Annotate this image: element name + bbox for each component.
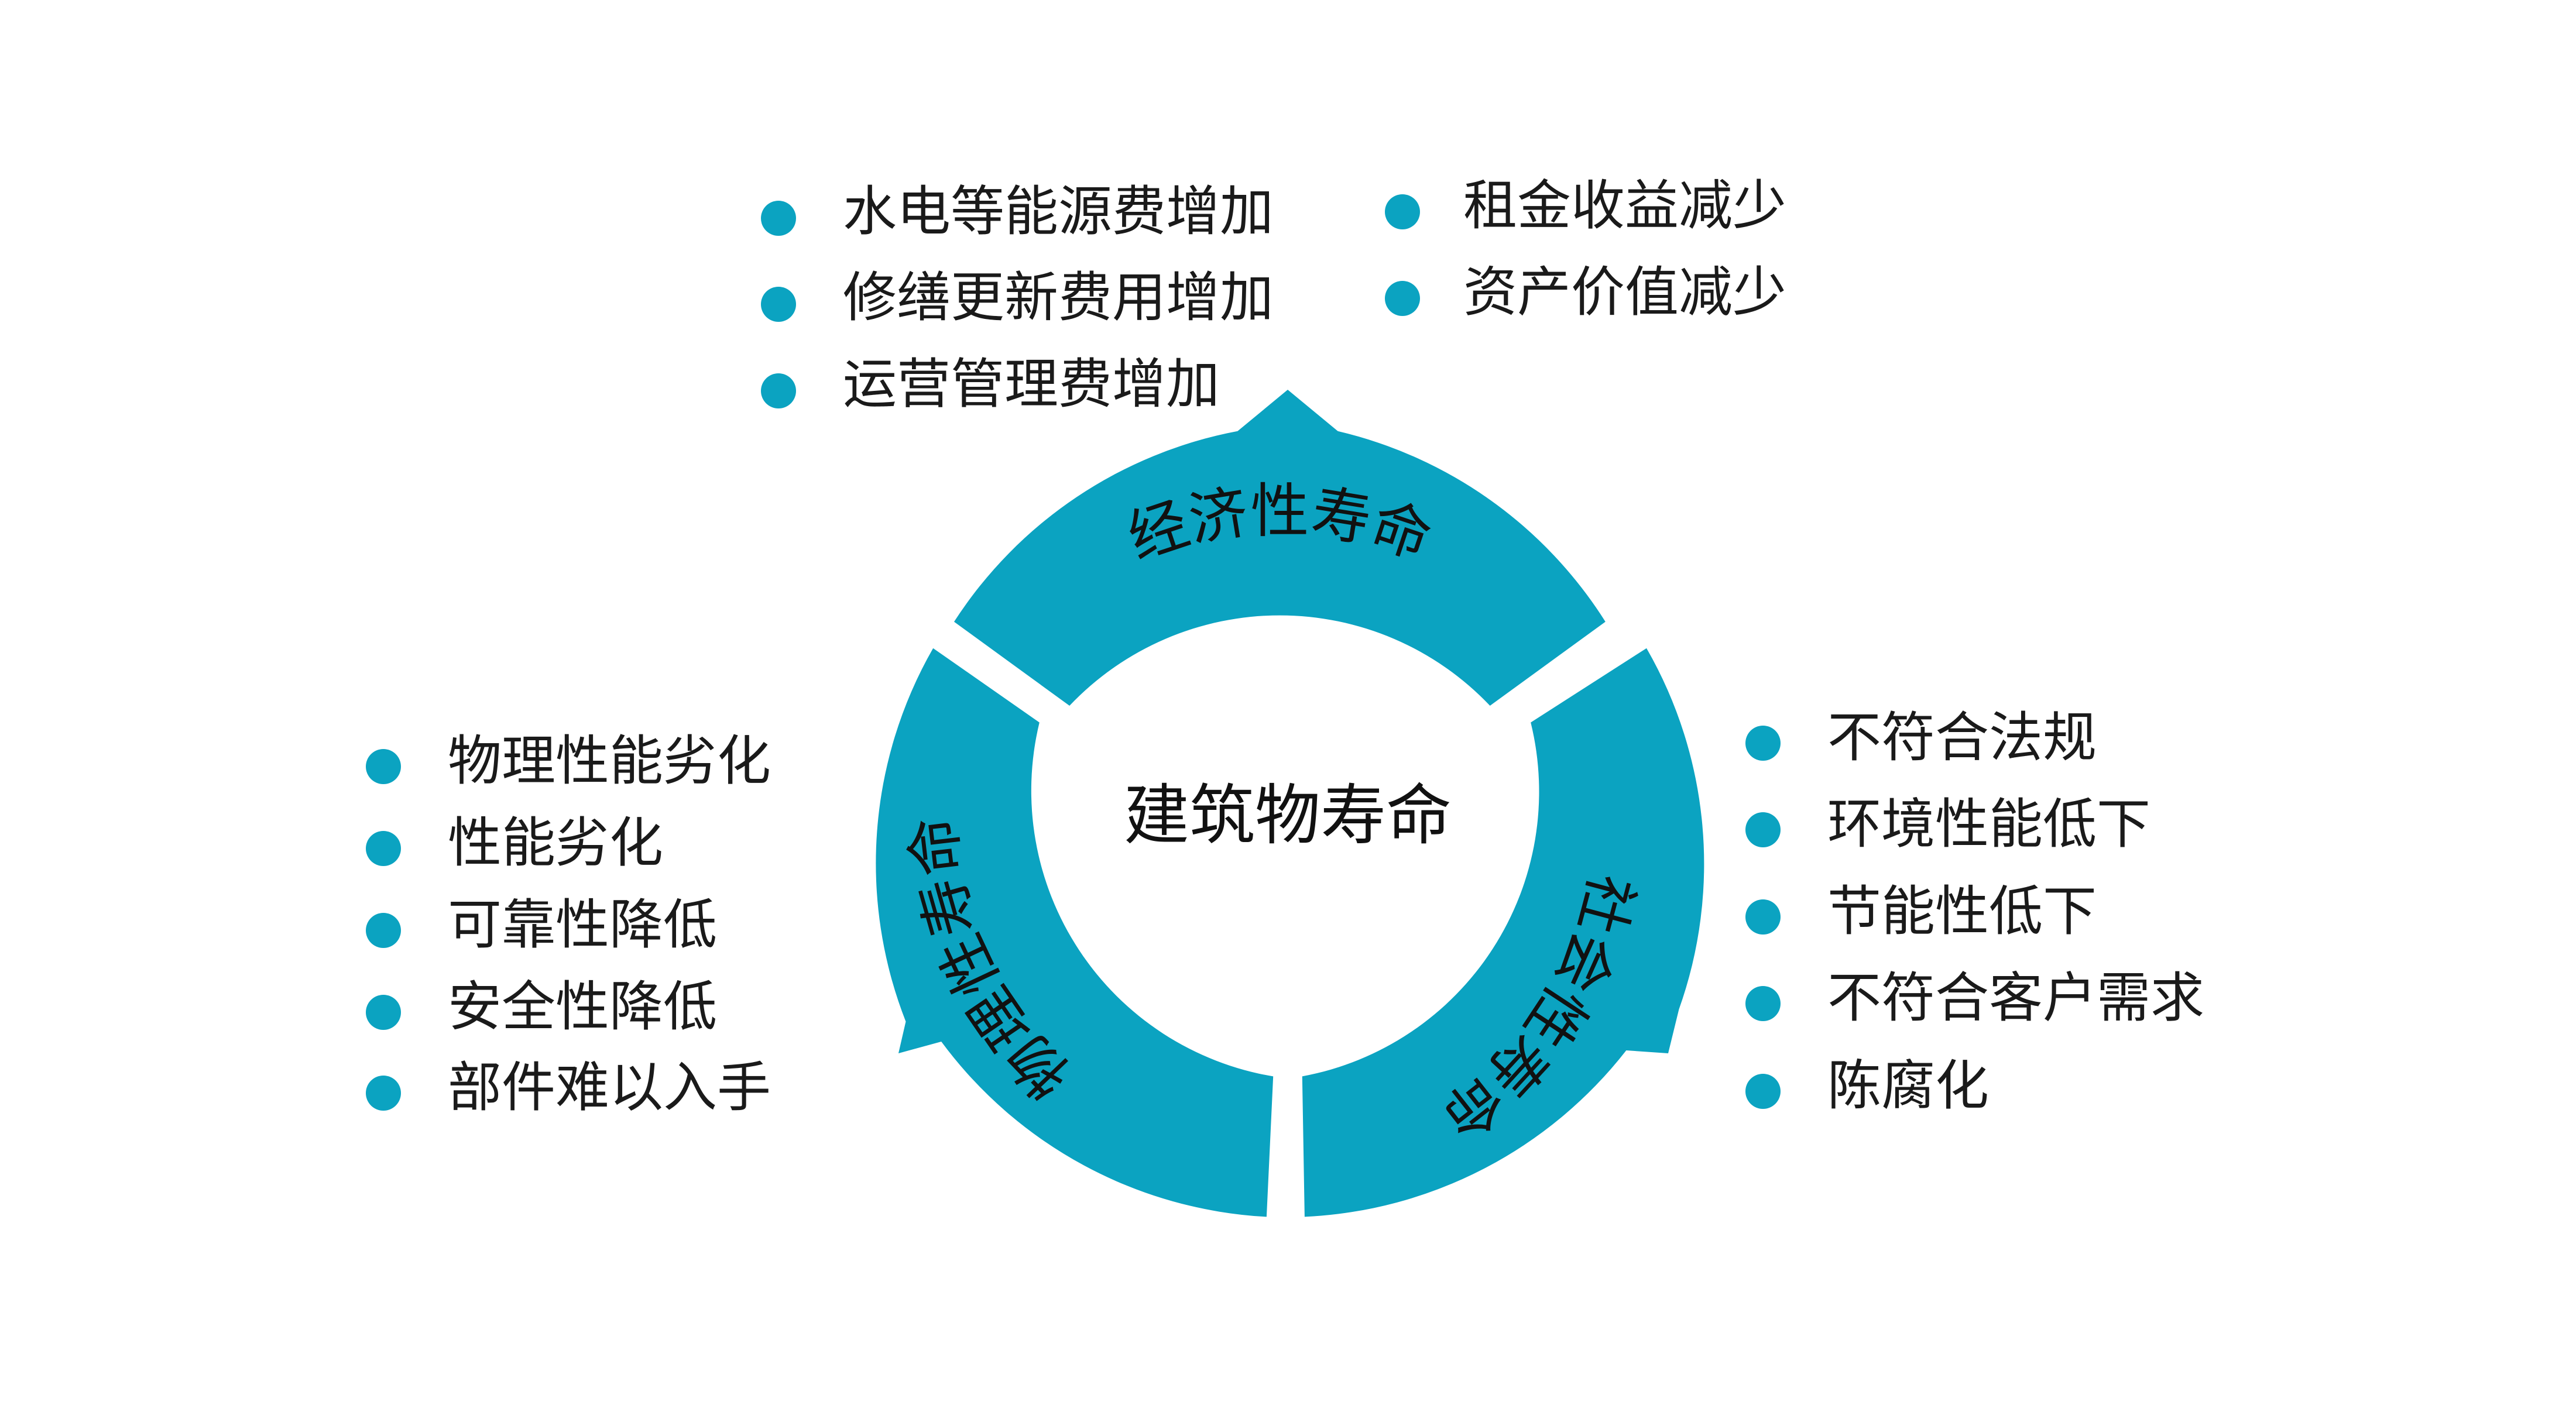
bullet-icon (366, 995, 401, 1030)
list-item: 安全性降低 (448, 975, 717, 1038)
center-title: 建筑物寿命 (1124, 778, 1452, 854)
list-item: 陈腐化 (1827, 1054, 1989, 1117)
economic-list-col2: 租金收益减少 资产价值减少 (1385, 174, 1786, 324)
social-list: 不符合法规 环境性能低下 节能性低下 不符合客户需求 陈腐化 (1745, 706, 2204, 1117)
list-item: 水电等能源费增加 (843, 180, 1274, 243)
list-item: 不符合法规 (1827, 706, 2097, 769)
list-item: 部件难以入手 (448, 1056, 771, 1119)
list-item: 环境性能低下 (1827, 793, 2150, 856)
bullet-icon (1745, 1074, 1781, 1109)
list-item: 性能劣化 (448, 812, 663, 874)
ring-segment-economic (954, 390, 1606, 706)
bullet-icon (1745, 986, 1781, 1021)
bullet-icon (1745, 812, 1781, 847)
bullet-icon (366, 749, 401, 784)
bullet-icon (761, 373, 796, 408)
list-item: 物理性能劣化 (448, 730, 771, 792)
list-item: 节能性低下 (1827, 880, 2097, 943)
list-item: 修缮更新费用增加 (843, 266, 1274, 329)
bullet-icon (366, 831, 401, 866)
list-item: 租金收益减少 (1463, 174, 1786, 237)
list-item: 资产价值减少 (1463, 261, 1786, 324)
bullet-icon (1745, 899, 1781, 935)
ring-segment-social (1302, 648, 1704, 1217)
list-item: 运营管理费增加 (843, 353, 1220, 415)
physical-list: 物理性能劣化 性能劣化 可靠性降低 安全性降低 部件难以入手 (366, 730, 771, 1119)
list-item: 可靠性降低 (448, 894, 717, 956)
ring-segment-physical (876, 648, 1274, 1217)
bullet-icon (1745, 726, 1781, 761)
list-item: 不符合客户需求 (1827, 967, 2204, 1029)
bullet-icon (761, 201, 796, 236)
economic-list-col1: 水电等能源费增加 修缮更新费用增加 运营管理费增加 (761, 180, 1274, 415)
bullet-icon (366, 1076, 401, 1111)
bullet-icon (1385, 194, 1420, 229)
bullet-icon (1385, 281, 1420, 316)
bullet-icon (761, 287, 796, 322)
bullet-icon (366, 913, 401, 948)
